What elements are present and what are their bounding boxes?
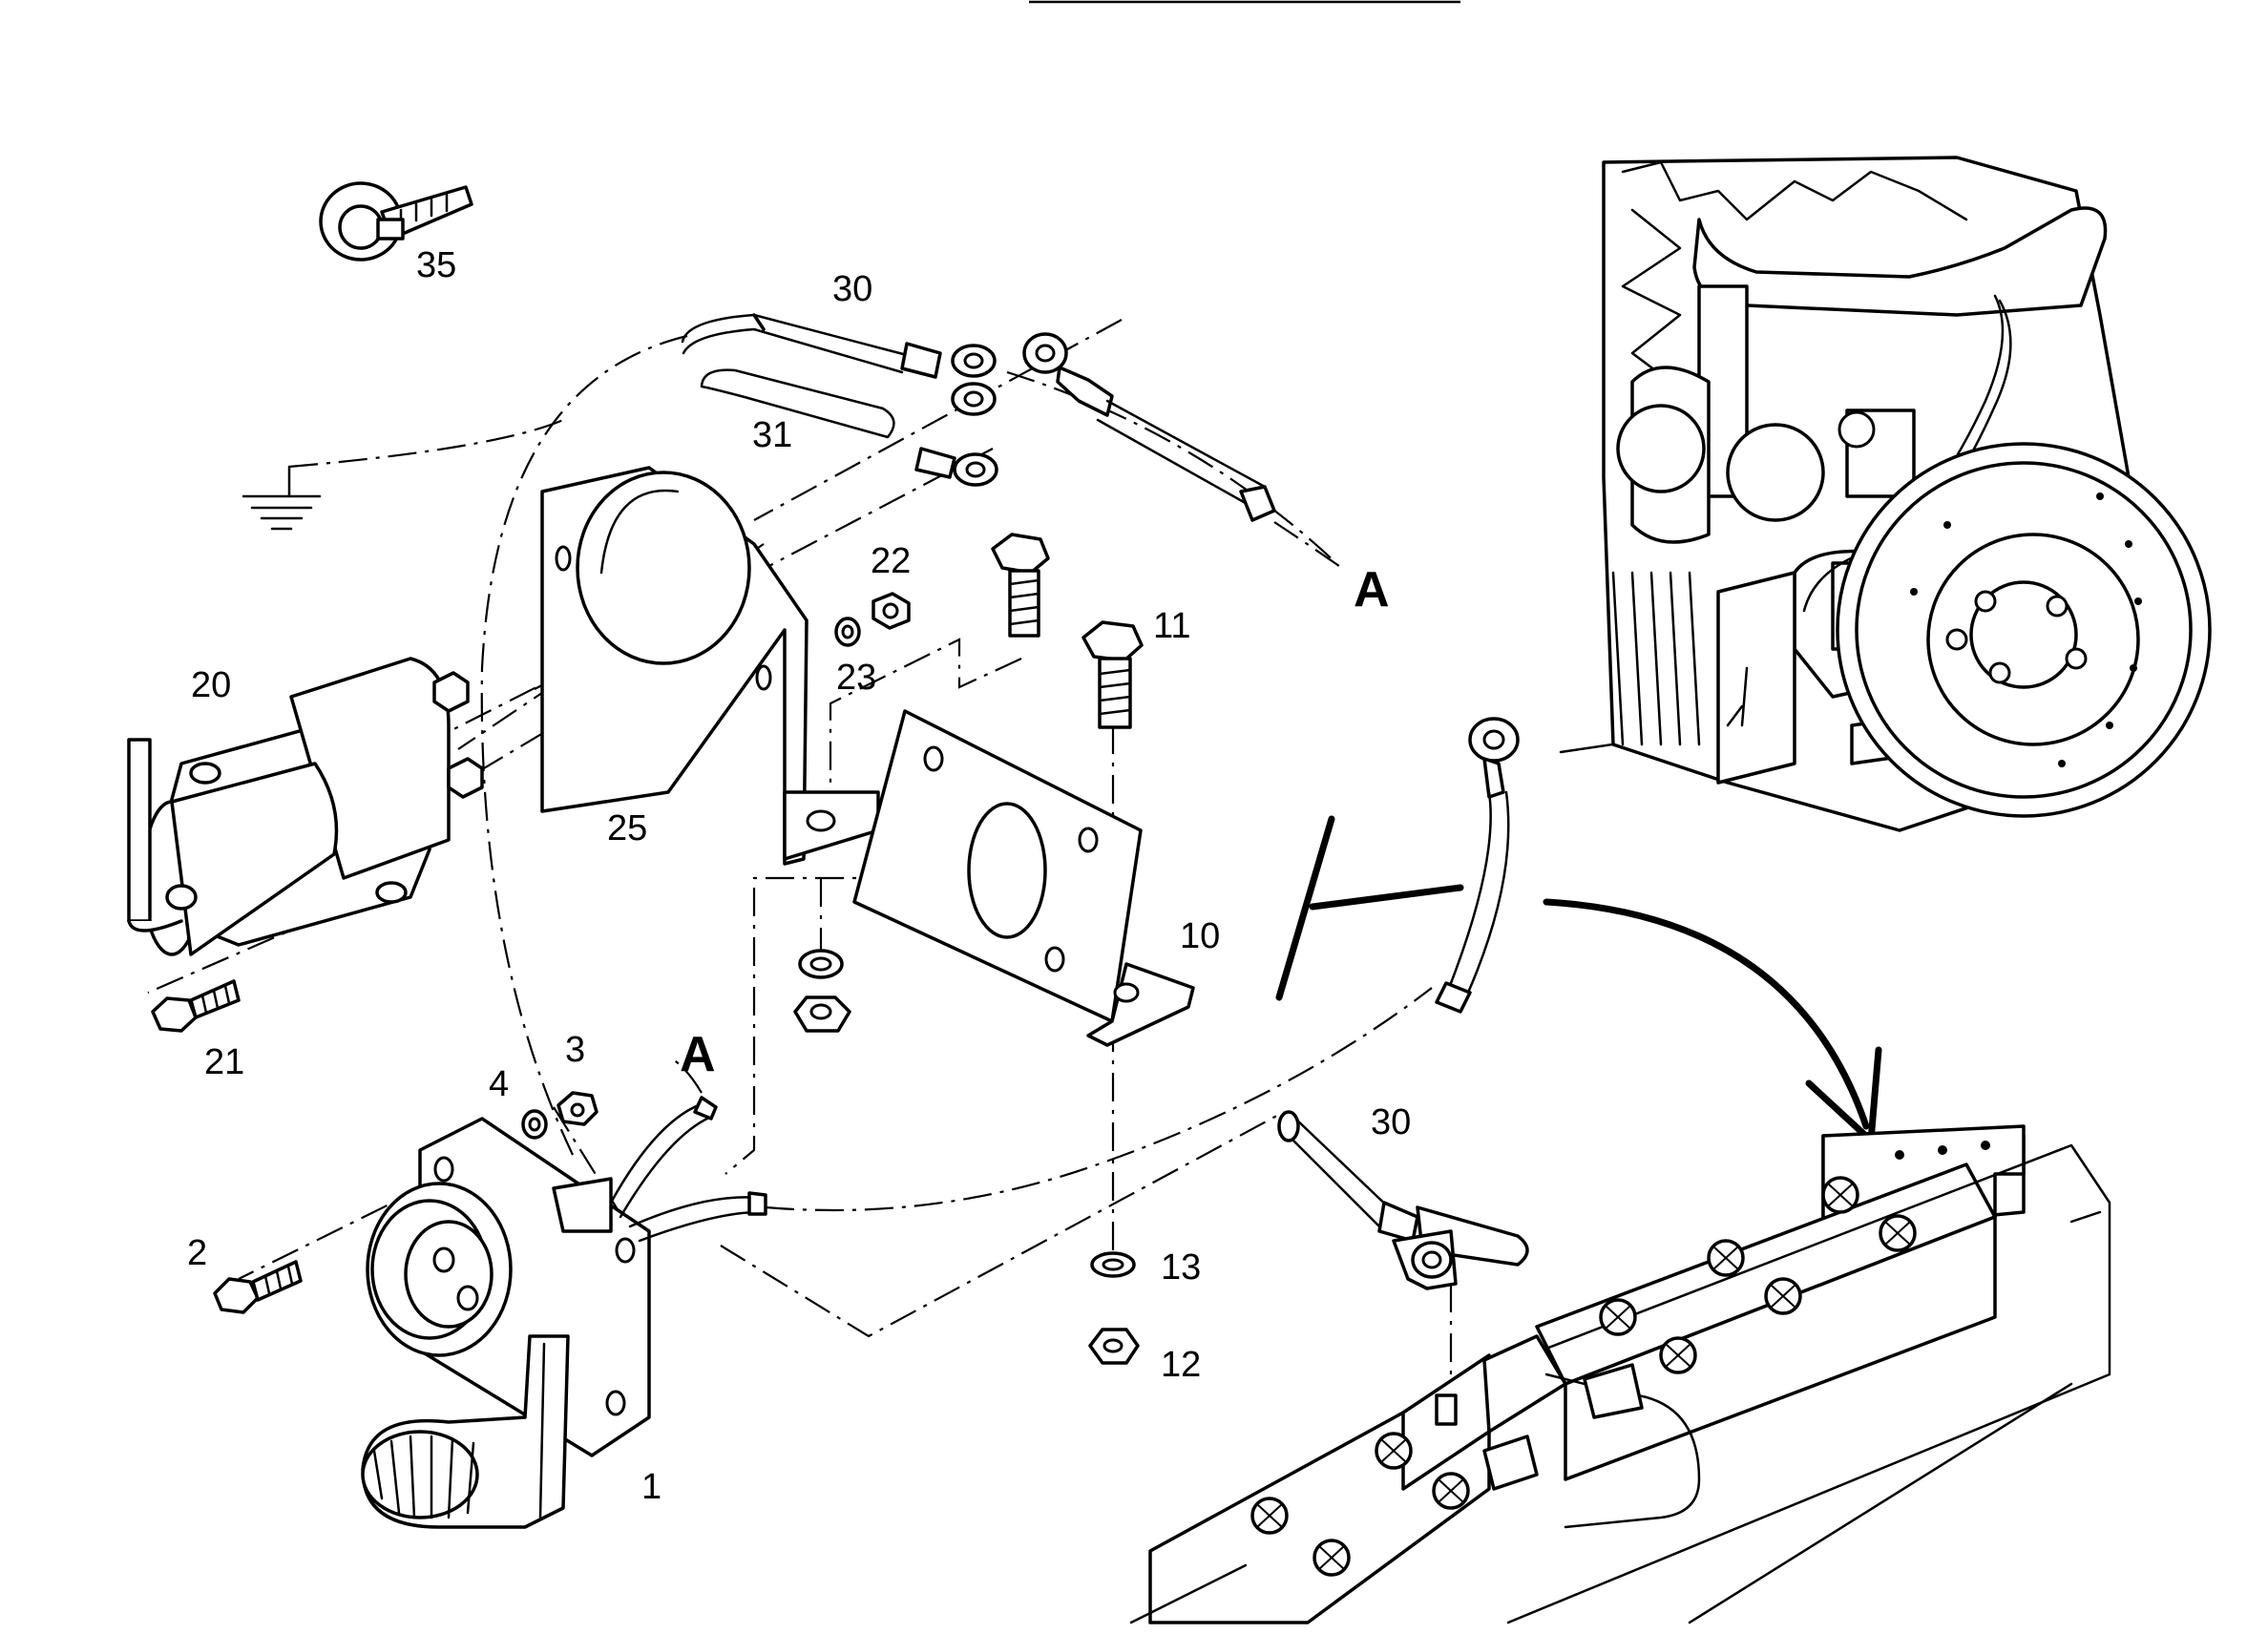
callout-23: 23 — [836, 658, 876, 698]
battery-terminal-30 — [1277, 1110, 1529, 1290]
screw-2 — [213, 1260, 303, 1314]
callout-20: 20 — [191, 665, 231, 705]
callout-labels: 35 30 31 22 23 11 20 25 10 21 3 4 2 1 30… — [187, 245, 1411, 1507]
ground-symbol — [242, 465, 322, 531]
screw-11 — [1082, 620, 1144, 729]
screw-upper — [991, 533, 1050, 638]
callout-11: 11 — [1153, 606, 1190, 646]
callout-1: 1 — [641, 1467, 662, 1507]
callout-4: 4 — [489, 1064, 509, 1104]
screw-21 — [151, 979, 241, 1033]
callout-31: 31 — [752, 415, 792, 455]
callout-13: 13 — [1161, 1247, 1201, 1288]
washer-13 — [1090, 1251, 1136, 1278]
cable-a-upper — [1022, 332, 1276, 522]
callout-35: 35 — [416, 245, 456, 285]
cable-tie-35 — [319, 181, 473, 262]
wire-31 — [700, 368, 998, 487]
curved-arrow — [1543, 898, 1882, 1148]
nut-12 — [1088, 1328, 1140, 1365]
washer-lower-left — [798, 949, 844, 979]
washer-23 — [834, 617, 861, 647]
connector-wires — [609, 1096, 767, 1243]
callout-3: 3 — [565, 1030, 585, 1070]
callout-30-lower: 30 — [1371, 1102, 1411, 1142]
solenoid-20 — [127, 657, 484, 956]
callout-12: 12 — [1161, 1345, 1201, 1385]
wire-30-upper — [681, 313, 997, 379]
nut-3 — [556, 1091, 598, 1126]
connector-1 — [361, 1117, 651, 1529]
callout-22: 22 — [871, 541, 911, 581]
connector-label-a-lower: A — [680, 1027, 716, 1082]
engine-illustration — [1602, 156, 2212, 832]
cable-a-to-frame — [672, 521, 1347, 1094]
battery-caps — [1250, 1176, 1917, 1577]
angle-bracket-10 — [852, 709, 1195, 1047]
battery-frame — [1129, 1124, 2111, 1624]
connector-label-a-upper: A — [1354, 562, 1390, 618]
nut-22 — [872, 592, 911, 630]
callout-21: 21 — [204, 1042, 244, 1082]
callout-25: 25 — [607, 808, 647, 848]
callout-10: 10 — [1180, 916, 1220, 956]
bracket-25 — [540, 466, 880, 866]
nut-lower-left — [793, 995, 851, 1033]
break-symbol — [1275, 815, 1464, 1001]
callout-30-upper: 30 — [832, 269, 872, 309]
callout-2: 2 — [187, 1233, 207, 1273]
washer-4 — [521, 1109, 548, 1140]
